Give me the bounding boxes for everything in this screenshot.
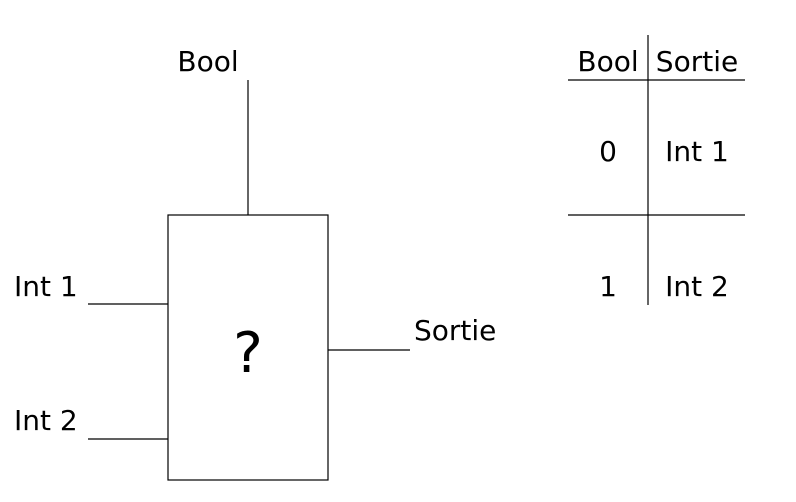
- int1-input-label: Int 1: [14, 270, 78, 303]
- truth-table-row-1-bool: 1: [599, 270, 617, 303]
- truth-table-row-0-bool: 0: [599, 135, 617, 168]
- block-question-mark: ?: [233, 321, 263, 386]
- truth-table-row-0-sortie: Int 1: [665, 135, 729, 168]
- int2-input-label: Int 2: [14, 404, 78, 437]
- truth-table-header-bool: Bool: [577, 45, 638, 78]
- bool-input-label: Bool: [177, 45, 238, 78]
- truth-table-header-sortie: Sortie: [656, 45, 738, 78]
- block-rectangle: [167, 214, 329, 481]
- truth-table-row-1-sortie: Int 2: [665, 270, 729, 303]
- output-label: Sortie: [414, 314, 496, 347]
